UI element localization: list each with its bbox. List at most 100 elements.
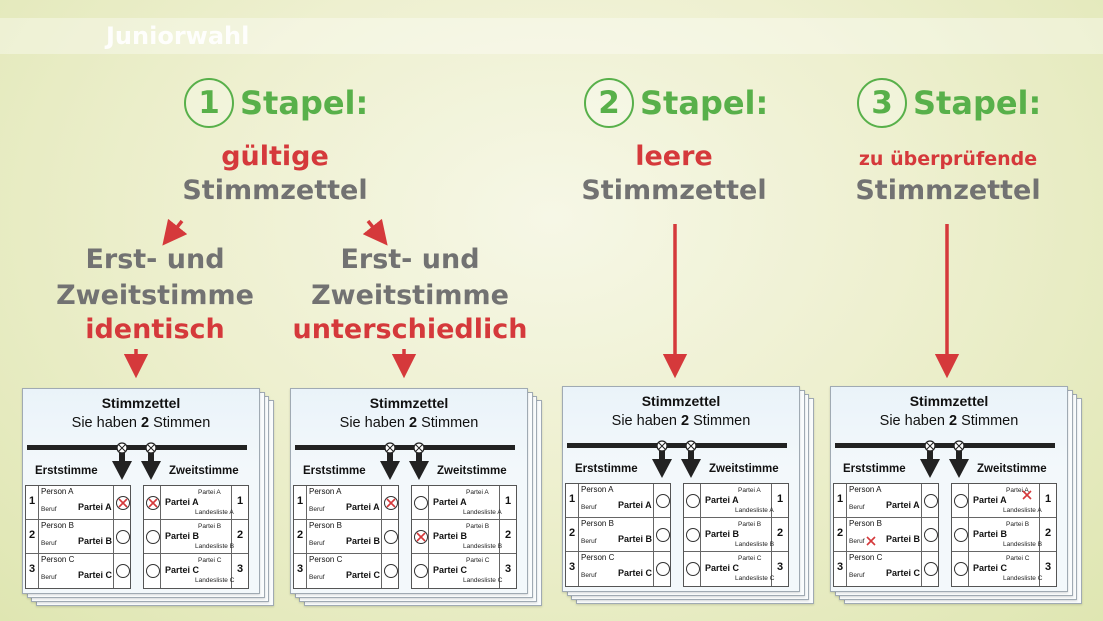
ballot-vote-count: 2	[949, 413, 958, 429]
party-list: Landesliste C	[463, 577, 503, 584]
second-vote-divider	[160, 486, 161, 588]
first-vote-circle	[924, 528, 938, 542]
header-band	[0, 18, 1103, 54]
ballot-title: Stimmzettel	[641, 393, 721, 409]
candidate-name: Person C	[309, 555, 343, 564]
stack-1-number: 1	[184, 78, 234, 128]
party-list: Landesliste C	[195, 577, 235, 584]
second-vote-number: 2	[237, 529, 244, 541]
second-vote-divider	[428, 486, 429, 588]
cross-mark-icon	[148, 498, 158, 508]
first-vote-pointer-icon	[380, 442, 400, 480]
candidate-name: Person A	[309, 487, 342, 496]
first-vote-circle	[384, 564, 398, 578]
second-vote-number: 1	[505, 495, 512, 507]
party-name-small: Partei B	[466, 523, 490, 530]
first-vote-number: 3	[569, 561, 576, 573]
first-vote-circle	[384, 496, 398, 510]
first-vote-circle	[116, 496, 130, 510]
first-vote-circle	[384, 530, 398, 544]
ballot-subtitle-prefix: Sie haben	[611, 413, 681, 429]
first-vote-number: 3	[29, 563, 36, 575]
second-vote-circle	[686, 494, 700, 508]
party-name: Partei A	[165, 497, 199, 507]
candidate-party: Partei A	[346, 502, 380, 512]
invalid-cross-icon	[1022, 490, 1032, 500]
second-vote-number: 3	[505, 563, 512, 575]
second-vote-circle	[146, 496, 160, 510]
sub-1-line-1: Erst- und	[85, 244, 225, 275]
party-name-small: Partei A	[1006, 487, 1029, 494]
party-name: Partei B	[973, 529, 1008, 539]
stack-2-label-bottom: Stimmzettel	[581, 175, 767, 206]
second-vote-number: 3	[1045, 561, 1052, 573]
second-vote-pointer-icon	[409, 442, 429, 480]
first-vote-number: 2	[569, 527, 576, 539]
second-vote-divider	[1039, 484, 1040, 586]
party-list: Landesliste B	[463, 543, 503, 550]
party-name: Partei B	[433, 531, 468, 541]
first-vote-row: 3 Person C Beruf Partei C	[566, 552, 670, 586]
ballot-subtitle: Sie haben 2 Stimmen	[831, 413, 1067, 429]
stack-2-word: Stapel:	[640, 84, 769, 122]
first-vote-circle	[116, 530, 130, 544]
party-list: Landesliste A	[195, 509, 234, 516]
party-name: Partei A	[973, 495, 1007, 505]
first-vote-number: 1	[569, 493, 576, 505]
stack-3-number: 3	[857, 78, 907, 128]
candidate-name: Person B	[309, 521, 342, 530]
stack-1-word: Stapel:	[240, 84, 369, 122]
stack-2-heading: 2 Stapel:	[584, 76, 768, 130]
ballot-divider	[295, 445, 515, 450]
party-name: Partei A	[433, 497, 467, 507]
candidate-name: Person C	[41, 555, 75, 564]
first-vote-circle	[656, 528, 670, 542]
second-vote-circle	[686, 528, 700, 542]
candidate-occupation: Beruf	[581, 572, 597, 579]
first-vote-divider	[846, 484, 847, 586]
stack-3-label-top: zu überprüfende	[858, 148, 1038, 170]
party-name-small: Partei A	[738, 487, 761, 494]
ballot-divider	[567, 443, 787, 448]
sub-2-line-2: Zweitstimme	[311, 280, 509, 311]
candidate-party: Partei B	[346, 536, 381, 546]
first-vote-circle	[924, 562, 938, 576]
ballot-vote-count: 2	[141, 415, 150, 431]
first-vote-number: 1	[837, 493, 844, 505]
ballot-title: Stimmzettel	[909, 393, 989, 409]
stack-3-heading: 3 Stapel:	[857, 76, 1041, 130]
candidate-party: Partei B	[78, 536, 113, 546]
cross-mark-icon	[118, 498, 128, 508]
first-vote-circle	[656, 494, 670, 508]
candidate-name: Person C	[581, 553, 615, 562]
ballot-subtitle-prefix: Sie haben	[71, 415, 141, 431]
candidate-party: Partei C	[886, 568, 921, 578]
ballot-vote-count: 2	[409, 415, 418, 431]
candidate-party: Partei C	[346, 570, 381, 580]
second-vote-circle	[686, 562, 700, 576]
party-name: Partei B	[165, 531, 200, 541]
candidate-occupation: Beruf	[309, 574, 325, 581]
second-vote-number: 1	[1045, 493, 1052, 505]
stack-1-heading: 1 Stapel:	[184, 76, 368, 130]
party-name-small: Partei A	[466, 489, 489, 496]
ballot-title: Stimmzettel	[101, 395, 181, 411]
sub-2-line-1: Erst- und	[340, 244, 480, 275]
ballot-subtitle-prefix: Sie haben	[879, 413, 949, 429]
party-name-small: Partei C	[738, 555, 762, 562]
first-vote-pointer-icon	[652, 440, 672, 478]
first-vote-pointer-icon	[112, 442, 132, 480]
second-vote-circle	[414, 530, 428, 544]
candidate-party: Partei C	[618, 568, 653, 578]
candidate-occupation: Beruf	[309, 506, 325, 513]
